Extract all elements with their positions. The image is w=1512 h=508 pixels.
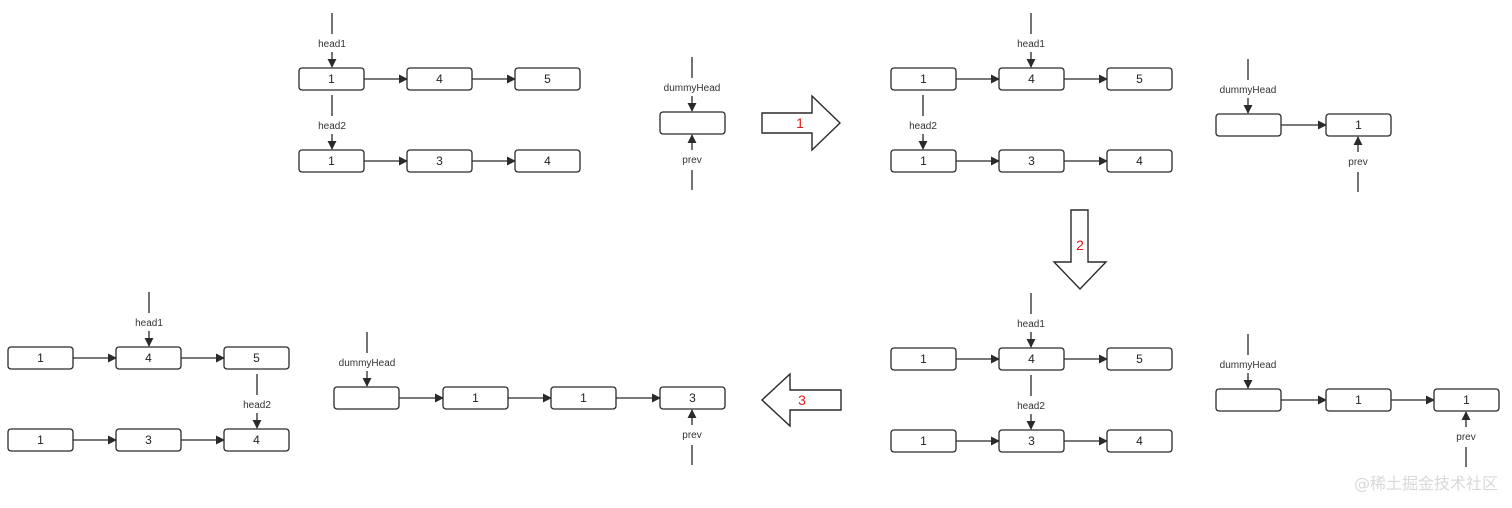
p3-list1-node-3-value: 5 bbox=[1136, 352, 1143, 366]
p4-head1-label: head1 bbox=[135, 318, 163, 329]
p4-list2-node-2-value: 3 bbox=[145, 433, 152, 447]
p4-list1-node-1: 1 bbox=[7, 346, 74, 370]
p2-result-node-2: 1 bbox=[1325, 113, 1392, 137]
p4-list1-node-3-value: 5 bbox=[253, 351, 260, 365]
p3-result-node-2-value: 1 bbox=[1355, 393, 1362, 407]
p4-prev-label: prev bbox=[682, 430, 701, 441]
p2-result-node-1 bbox=[1215, 113, 1282, 137]
p1-list2-node-2-value: 3 bbox=[436, 154, 443, 168]
p3-list2-node-1-value: 1 bbox=[920, 434, 927, 448]
p2-list1-node-2-value: 4 bbox=[1028, 72, 1035, 86]
p4-result-node-3: 1 bbox=[550, 386, 617, 410]
step-1-arrow-number: 1 bbox=[796, 115, 804, 131]
p4-head2-label: head2 bbox=[243, 400, 271, 411]
p1-list2-node-1-value: 1 bbox=[328, 154, 335, 168]
p4-list2-node-1-value: 1 bbox=[37, 433, 44, 447]
p4-dummyhead-label: dummyHead bbox=[339, 358, 396, 369]
p1-dummyhead-label: dummyHead bbox=[664, 83, 721, 94]
step-2-arrow-number: 2 bbox=[1076, 237, 1084, 253]
p4-list1-node-1-value: 1 bbox=[37, 351, 44, 365]
p3-list1-node-1-value: 1 bbox=[920, 352, 927, 366]
p4-list1-node-3: 5 bbox=[223, 346, 290, 370]
p2-list2-node-1-value: 1 bbox=[920, 154, 927, 168]
p2-list1-node-3: 5 bbox=[1106, 67, 1173, 91]
p2-list1-node-1: 1 bbox=[890, 67, 957, 91]
p1-dummyhead-node bbox=[659, 111, 726, 135]
step-1-arrow: 1 bbox=[761, 94, 842, 152]
p4-list1-node-2-value: 4 bbox=[145, 351, 152, 365]
p1-list2-node-2: 3 bbox=[406, 149, 473, 173]
p3-list2-node-3-value: 4 bbox=[1136, 434, 1143, 448]
p1-list2-node-3-value: 4 bbox=[544, 154, 551, 168]
p1-list1-node-3-value: 5 bbox=[544, 72, 551, 86]
p3-list2-node-2-value: 3 bbox=[1028, 434, 1035, 448]
p2-list1-node-2: 4 bbox=[998, 67, 1065, 91]
p4-result-node-4: 3 bbox=[659, 386, 726, 410]
p4-result-node-1 bbox=[333, 386, 400, 410]
p2-result-node-2-value: 1 bbox=[1355, 118, 1362, 132]
p1-list2-node-3: 4 bbox=[514, 149, 581, 173]
p1-list1-node-3: 5 bbox=[514, 67, 581, 91]
p2-list2-node-2-value: 3 bbox=[1028, 154, 1035, 168]
step-2-arrow: 2 bbox=[1052, 209, 1108, 291]
step-3-arrow-number: 3 bbox=[798, 392, 806, 408]
p3-list1-node-2-value: 4 bbox=[1028, 352, 1035, 366]
p3-result-node-1 bbox=[1215, 388, 1282, 412]
p1-head1-label: head1 bbox=[318, 39, 346, 50]
p3-result-node-3: 1 bbox=[1433, 388, 1500, 412]
p2-dummyhead-label: dummyHead bbox=[1220, 85, 1277, 96]
p3-list1-node-3: 5 bbox=[1106, 347, 1173, 371]
p4-result-node-2: 1 bbox=[442, 386, 509, 410]
p3-list1-node-2: 4 bbox=[998, 347, 1065, 371]
p3-list1-node-1: 1 bbox=[890, 347, 957, 371]
p1-list2-node-1: 1 bbox=[298, 149, 365, 173]
p3-result-node-2: 1 bbox=[1325, 388, 1392, 412]
p2-prev-label: prev bbox=[1348, 157, 1367, 168]
watermark: @稀土掘金技术社区 bbox=[1353, 474, 1498, 493]
p2-list1-node-1-value: 1 bbox=[920, 72, 927, 86]
p3-head2-label: head2 bbox=[1017, 401, 1045, 412]
p2-list2-node-2: 3 bbox=[998, 149, 1065, 173]
p1-list1-node-1: 1 bbox=[298, 67, 365, 91]
p4-result-node-2-value: 1 bbox=[472, 391, 479, 405]
p3-list2-node-2: 3 bbox=[998, 429, 1065, 453]
p2-list2-node-1: 1 bbox=[890, 149, 957, 173]
p3-head1-label: head1 bbox=[1017, 319, 1045, 330]
p4-result-node-3-value: 1 bbox=[580, 391, 587, 405]
p1-head2-label: head2 bbox=[318, 121, 346, 132]
p1-list1-node-2: 4 bbox=[406, 67, 473, 91]
p3-list2-node-3: 4 bbox=[1106, 429, 1173, 453]
p3-prev-label: prev bbox=[1456, 432, 1475, 443]
p3-result-node-3-value: 1 bbox=[1463, 393, 1470, 407]
p4-list2-node-2: 3 bbox=[115, 428, 182, 452]
p4-list2-node-3-value: 4 bbox=[253, 433, 260, 447]
p2-list2-node-3-value: 4 bbox=[1136, 154, 1143, 168]
p2-list1-node-3-value: 5 bbox=[1136, 72, 1143, 86]
p2-head1-label: head1 bbox=[1017, 39, 1045, 50]
p2-head2-label: head2 bbox=[909, 121, 937, 132]
step-3-arrow: 3 bbox=[760, 372, 842, 428]
p2-list2-node-3: 4 bbox=[1106, 149, 1173, 173]
p4-result-node-4-value: 3 bbox=[689, 391, 696, 405]
p3-dummyhead-label: dummyHead bbox=[1220, 360, 1277, 371]
p4-list2-node-1: 1 bbox=[7, 428, 74, 452]
p4-list2-node-3: 4 bbox=[223, 428, 290, 452]
p4-list1-node-2: 4 bbox=[115, 346, 182, 370]
p1-list1-node-1-value: 1 bbox=[328, 72, 335, 86]
p1-prev-label: prev bbox=[682, 155, 701, 166]
p1-list1-node-2-value: 4 bbox=[436, 72, 443, 86]
p3-list2-node-1: 1 bbox=[890, 429, 957, 453]
